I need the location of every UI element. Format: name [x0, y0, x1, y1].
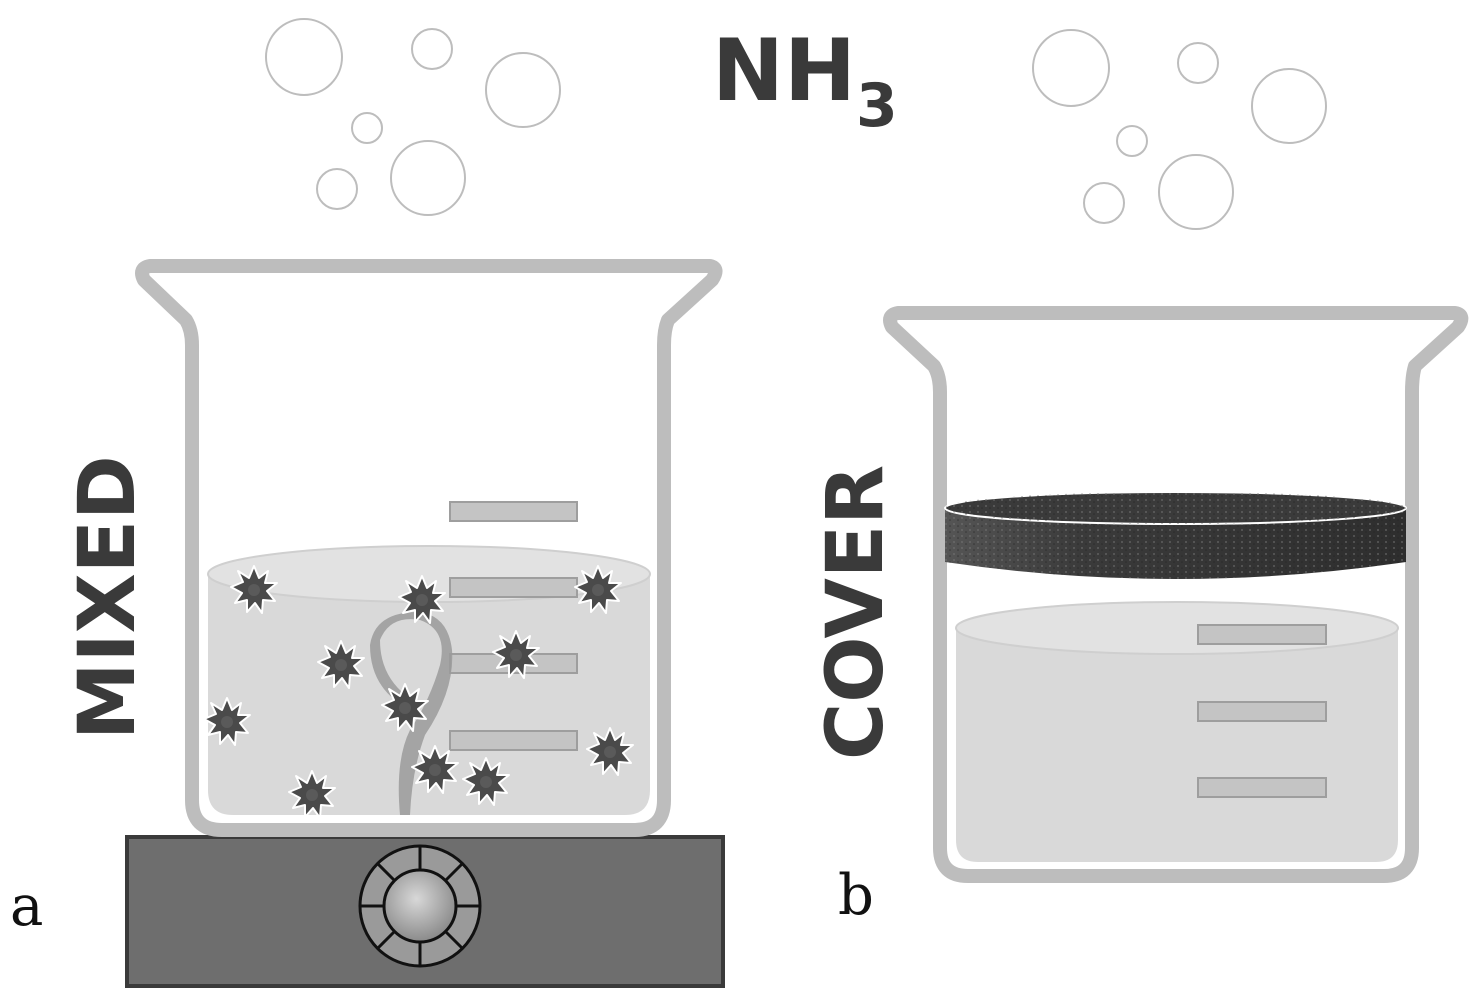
bubble [1177, 42, 1219, 84]
gas-bubbles-left [265, 18, 561, 216]
graduation-mark [1197, 701, 1327, 722]
graduation-mark [1197, 624, 1327, 645]
graduation-mark [449, 730, 578, 751]
gas-bubbles-right [1032, 29, 1327, 230]
bubble [1251, 68, 1327, 144]
panel-a-label: MIXED [63, 455, 153, 740]
graduation-mark [1197, 777, 1327, 798]
beaker-a-graduations [449, 501, 578, 751]
beaker-a-outline [135, 259, 723, 837]
panel-b-letter: b [838, 863, 874, 928]
bubble [1083, 182, 1125, 224]
stir-vortex [370, 612, 453, 815]
beaker-a-liquid [208, 574, 650, 815]
formula-subscript: 3 [856, 71, 898, 141]
stirrer-knob-icon [358, 844, 482, 968]
panel-a-letter: a [10, 874, 43, 939]
bubble [265, 18, 343, 96]
beaker-b-liquid-surface [955, 601, 1399, 655]
bubble [485, 52, 561, 128]
bubble [1116, 125, 1148, 157]
bubble [316, 168, 358, 210]
bubble [411, 28, 453, 70]
graduation-mark [449, 577, 578, 598]
panel-a: MIXED a [10, 259, 725, 988]
gas-formula: NH3 [712, 21, 898, 141]
bubble [390, 140, 466, 216]
bubble [1158, 154, 1234, 230]
beaker-b-liquid [956, 628, 1398, 862]
formula-main: NH [712, 21, 856, 121]
covering-film-disc [944, 491, 1407, 579]
panel-b: COVER b [811, 306, 1469, 928]
graduation-mark [449, 501, 578, 522]
beaker-b-outline [883, 306, 1469, 883]
bubble [1032, 29, 1110, 107]
beaker-b-graduations [1197, 624, 1327, 798]
bubble [351, 112, 383, 144]
panel-b-label: COVER [811, 465, 901, 760]
